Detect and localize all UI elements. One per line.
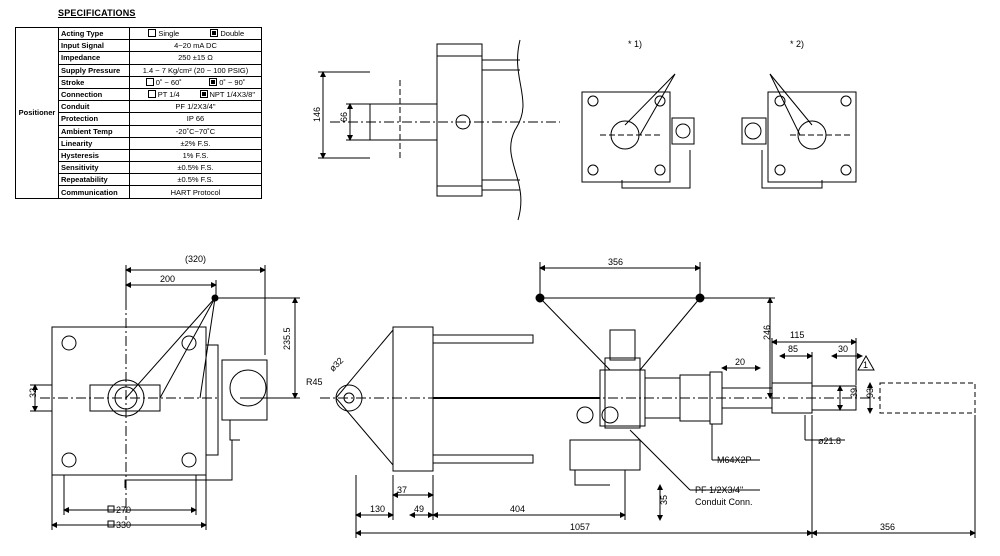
top-end-view <box>318 39 560 221</box>
dim-356-top: 356 <box>608 257 623 267</box>
dim-37: 37 <box>397 485 407 495</box>
note2-view <box>741 73 857 189</box>
dim-49: 49 <box>414 504 424 514</box>
dim-330: 330 <box>116 520 131 530</box>
spec-value: HART Protocol <box>129 185 262 199</box>
note-2: * 2) <box>790 39 804 49</box>
dim-200: 200 <box>160 274 175 284</box>
dim-30: 30 <box>838 344 848 354</box>
checkbox-icon <box>147 90 156 99</box>
dim-phi32: ø32 <box>327 355 345 373</box>
spec-option: PT 1/4 <box>132 90 196 99</box>
checkbox-icon <box>199 90 208 99</box>
spec-option: 0˚ ~ 90˚ <box>196 77 260 87</box>
dim-404: 404 <box>510 504 525 514</box>
spec-row: Sensitivity±0.5% F.S. <box>16 161 262 175</box>
spec-option-label: 0˚ ~ 60˚ <box>155 77 182 87</box>
checkbox-icon <box>148 29 157 38</box>
dim-115: 115 <box>790 330 804 340</box>
triangle-note: 1 <box>863 360 868 370</box>
dim-20: 20 <box>735 357 745 367</box>
spec-title: SPECIFICATIONS <box>58 8 136 18</box>
dim-66: 66 <box>339 112 349 122</box>
dim-32: 32 <box>28 388 38 398</box>
spec-option-label: NPT 1/4X3/8" <box>209 90 255 100</box>
note1-view <box>581 73 695 189</box>
dim-356-bottom: 356 <box>880 522 895 532</box>
dim-246: 246 <box>762 325 772 340</box>
dim-conduit: Conduit Conn. <box>695 497 753 507</box>
spec-option-label: 0˚ ~ 90˚ <box>219 77 246 87</box>
dim-320: (320) <box>185 254 206 264</box>
dim-m64: M64X2P <box>717 455 752 465</box>
dim-35: 35 <box>659 495 669 505</box>
checkbox-icon <box>209 77 218 86</box>
spec-option: Double <box>196 29 260 38</box>
dim-146: 146 <box>312 107 322 122</box>
spec-option-label: PT 1/4 <box>157 90 180 100</box>
dim-39: 39 <box>849 388 859 398</box>
dim-130: 130 <box>370 504 385 514</box>
spec-option: NPT 1/4X3/8" <box>196 90 260 99</box>
side-view <box>320 293 976 486</box>
checkbox-icon <box>145 77 154 86</box>
dim-93: 93 <box>865 388 875 398</box>
front-view <box>40 294 268 520</box>
spec-option-label: Single <box>158 29 180 39</box>
dim-85: 85 <box>788 344 798 354</box>
spec-value: Single Double <box>129 26 262 41</box>
spec-label: Communication <box>58 185 130 199</box>
dim-phi21-8: ø21.8 <box>818 436 841 446</box>
checkbox-icon <box>210 29 219 38</box>
spec-option: 0˚ ~ 60˚ <box>132 77 196 87</box>
note-1: * 1) <box>628 39 642 49</box>
spec-option: Single <box>132 29 196 38</box>
dim-pf: PF 1/2X3/4" <box>695 485 743 495</box>
dim-1057: 1057 <box>570 522 590 532</box>
spec-option-label: Double <box>220 29 245 39</box>
dim-235-5: 235.5 <box>282 327 292 350</box>
dim-r45: R45 <box>306 377 323 387</box>
dim-270: 270 <box>116 505 131 515</box>
